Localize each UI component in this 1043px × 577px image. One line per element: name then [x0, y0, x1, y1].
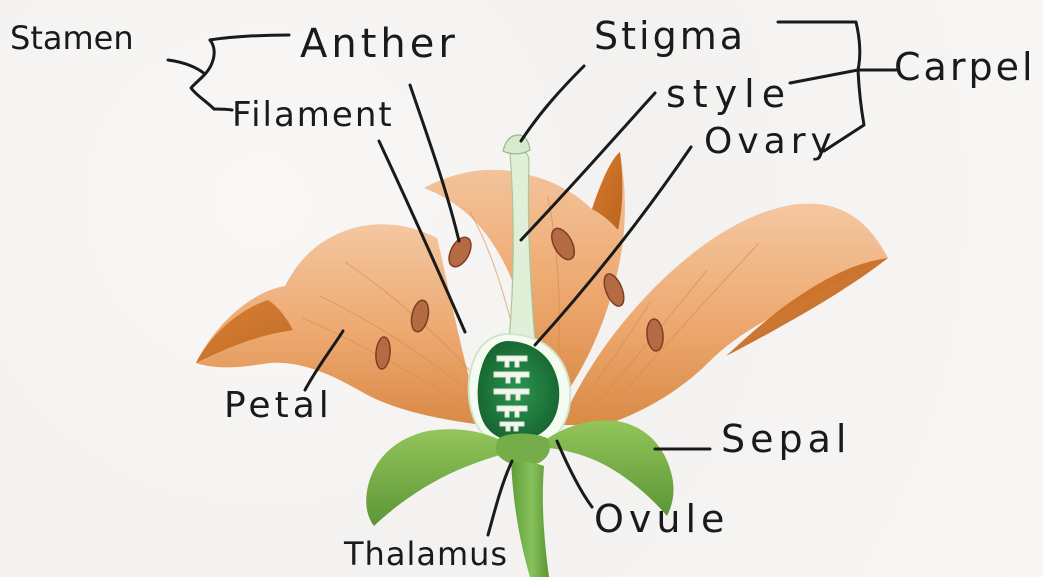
label-petal: Petal: [224, 388, 333, 424]
label-thalamus: Thalamus: [344, 538, 508, 570]
label-sepal: Sepal: [721, 420, 851, 458]
carpel-bracket-top: [778, 22, 860, 70]
label-stamen: Stamen: [10, 22, 134, 54]
stamen-bracket-line: [168, 60, 205, 74]
anther-leader-line: [410, 85, 459, 241]
filament-bracket-line: [214, 109, 232, 110]
stem: [511, 462, 549, 577]
label-filament: Filament: [232, 98, 394, 132]
label-ovule: Ovule: [594, 500, 729, 538]
stigma: [503, 135, 530, 154]
label-anther: Anther: [300, 24, 459, 64]
stamen-bracket: [191, 40, 214, 109]
thalamus-leader-line: [488, 461, 512, 535]
label-ovary: Ovary: [704, 124, 837, 160]
label-stigma: Stigma: [594, 17, 746, 55]
stigma-leader-line: [521, 66, 584, 141]
anther-bracket-line: [210, 35, 289, 40]
label-style: style: [666, 75, 792, 113]
carpel-bracket-middle: [790, 70, 896, 83]
label-carpel: Carpel: [894, 48, 1036, 86]
thalamus: [496, 434, 550, 466]
